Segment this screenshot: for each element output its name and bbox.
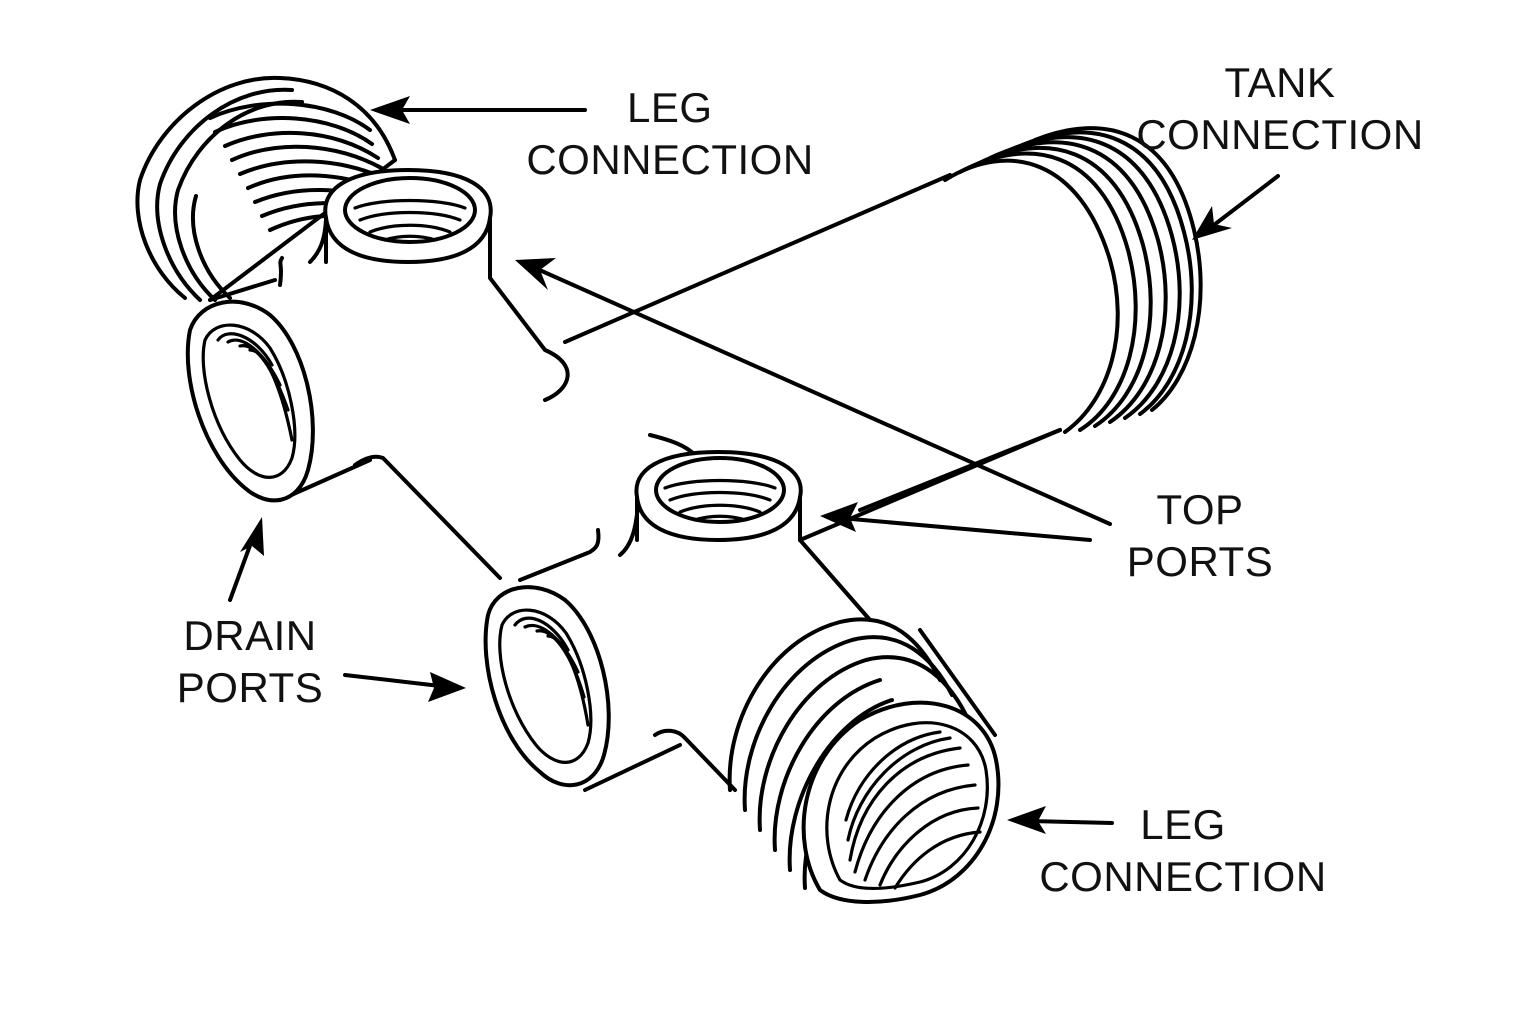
label-line: DRAIN [183, 612, 317, 659]
top-port-1 [323, 167, 493, 265]
label-line: LEG [627, 84, 713, 131]
arrow-tank-connection [1192, 174, 1280, 240]
label-line: PORTS [1126, 538, 1274, 585]
callout-arrows [228, 96, 1280, 834]
label-line: LEG [1140, 801, 1226, 848]
label-line: TOP [1156, 486, 1244, 533]
label-leg-connection-top: LEG CONNECTION [515, 82, 825, 186]
arrow-leg-connection-bottom [1007, 806, 1114, 834]
label-drain-ports: DRAIN PORTS [165, 610, 335, 714]
manifold-body [208, 218, 872, 792]
arrow-leg-connection-top [370, 96, 587, 124]
label-leg-connection-bottom: LEG CONNECTION [1028, 799, 1338, 903]
drain-port-2 [483, 585, 611, 788]
lower-leg-connection [727, 617, 1001, 904]
arrow-top-port-2 [820, 502, 1092, 542]
label-line: CONNECTION [1039, 853, 1327, 900]
arrow-top-port-1 [515, 258, 1112, 526]
tank-threads [943, 126, 1203, 434]
label-line: CONNECTION [1136, 111, 1424, 158]
label-line: CONNECTION [526, 136, 814, 183]
drain-port-1 [185, 299, 315, 503]
arrow-drain-port-1 [228, 517, 264, 602]
label-top-ports: TOP PORTS [1115, 484, 1285, 588]
label-line: PORTS [176, 664, 324, 711]
tank-lower-line [858, 428, 1062, 512]
label-line: TANK [1224, 59, 1336, 106]
arrow-drain-port-2 [343, 672, 466, 702]
top-port-2 [324, 216, 803, 543]
label-tank-connection: TANK CONNECTION [1125, 57, 1435, 161]
